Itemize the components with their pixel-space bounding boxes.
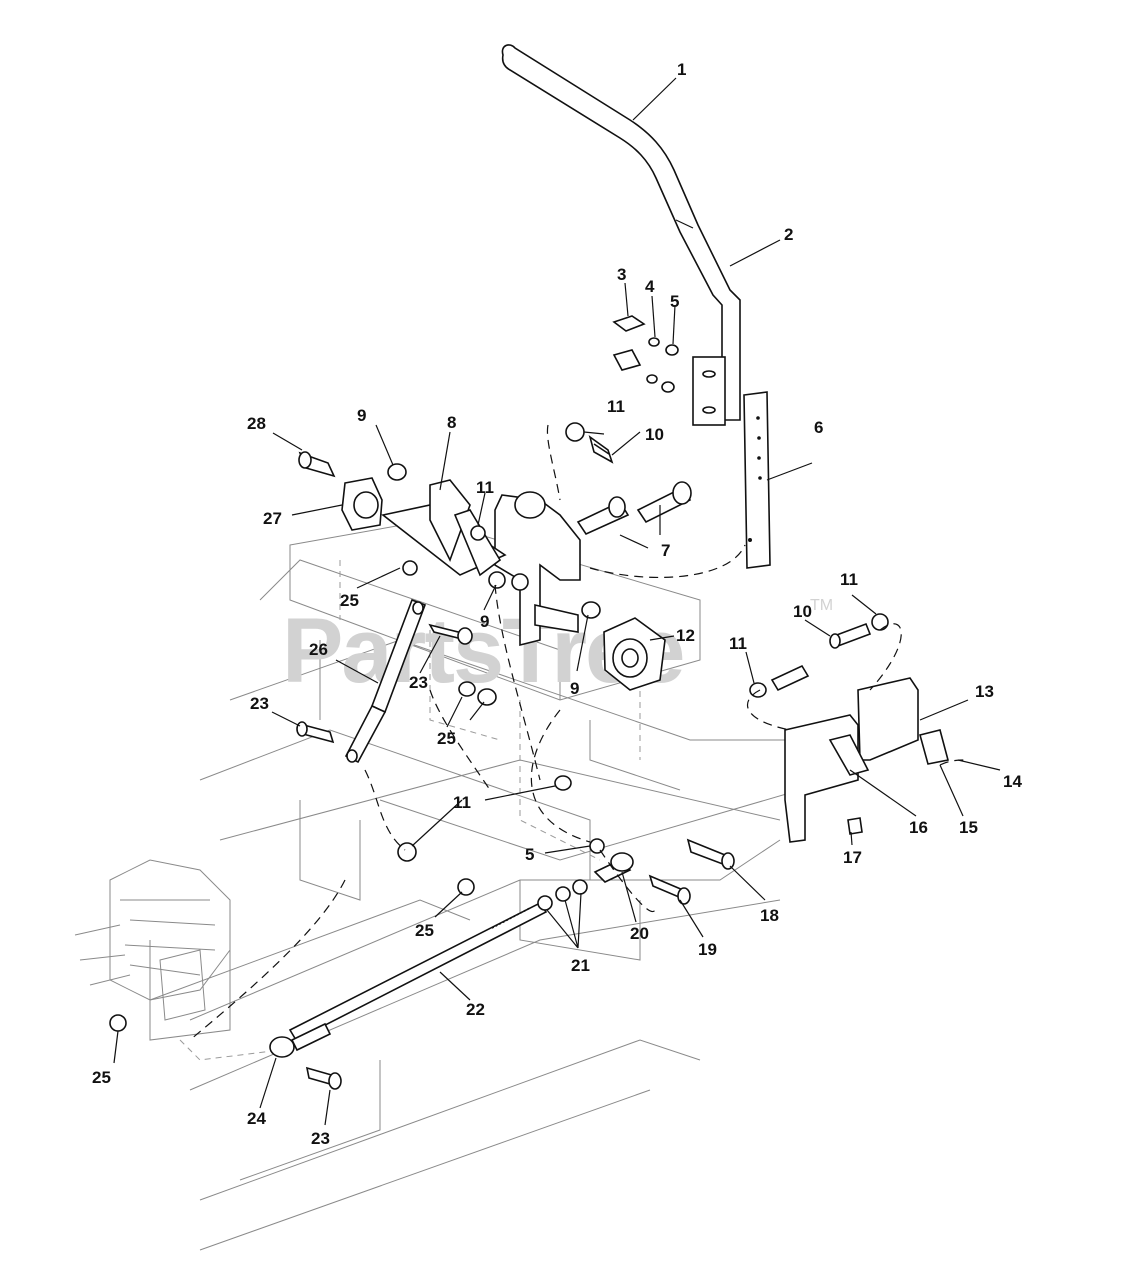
- bearing-12: [581, 601, 666, 691]
- callout-18: 18: [760, 906, 779, 925]
- gas-spring-26: [344, 560, 473, 764]
- callout-25: 25: [437, 729, 456, 748]
- callout-24: 24: [247, 1109, 266, 1128]
- callout-26: 26: [309, 640, 328, 659]
- callout-27: 27: [263, 509, 282, 528]
- callout-9: 9: [480, 612, 489, 631]
- callout-23: 23: [409, 673, 428, 692]
- bolts-3-4-5: [612, 315, 679, 393]
- callout-10: 10: [793, 602, 812, 621]
- hardware-lower: [109, 681, 605, 1032]
- callout-19: 19: [698, 940, 717, 959]
- rod-assembly: [269, 838, 735, 1090]
- flange-bearing-27: [298, 451, 407, 531]
- callout-10: 10: [645, 425, 664, 444]
- bolt-10-nut-11-upper: [565, 422, 614, 464]
- callout-1: 1: [677, 60, 686, 79]
- watermark-trademark: TM: [810, 597, 833, 614]
- callout-15: 15: [959, 818, 978, 837]
- callout-7: 7: [661, 541, 670, 560]
- callout-25: 25: [415, 921, 434, 940]
- callout-11: 11: [607, 397, 625, 416]
- leader-lines: [113, 77, 1001, 1126]
- callout-16: 16: [909, 818, 928, 837]
- callout-25: 25: [340, 591, 359, 610]
- callout-11: 11: [840, 570, 858, 589]
- bolts-7: [576, 481, 692, 536]
- callout-5: 5: [670, 292, 679, 311]
- callout-11: 11: [476, 478, 494, 497]
- callout-9: 9: [357, 406, 366, 425]
- callout-20: 20: [630, 924, 649, 943]
- callout-11: 11: [729, 634, 747, 653]
- callout-5: 5: [525, 845, 534, 864]
- handle-bar: [743, 391, 771, 569]
- lever-mount-plate: [692, 356, 726, 426]
- callout-9: 9: [570, 679, 579, 698]
- assembly-paths: [189, 424, 966, 1041]
- callout-8: 8: [447, 413, 456, 432]
- callout-13: 13: [975, 682, 994, 701]
- callout-17: 17: [843, 848, 862, 867]
- callout-28: 28: [247, 414, 266, 433]
- callout-25: 25: [92, 1068, 111, 1087]
- bracket-13: [749, 613, 949, 843]
- callouts: 1 2 3 4 5 5 6 7 8 9 9 9 10 10 11 11 11 1…: [92, 60, 1022, 1148]
- callout-11: 11: [453, 793, 471, 812]
- callout-23: 23: [250, 694, 269, 713]
- callout-22: 22: [466, 1000, 485, 1019]
- transmission-assembly: [74, 859, 281, 1061]
- control-lever: [501, 44, 741, 426]
- callout-21: 21: [571, 956, 590, 975]
- callout-23: 23: [311, 1129, 330, 1148]
- callout-6: 6: [814, 418, 823, 437]
- callout-2: 2: [784, 225, 793, 244]
- pivot-bracket: [381, 479, 581, 647]
- callout-14: 14: [1003, 772, 1022, 791]
- callout-12: 12: [676, 626, 695, 645]
- callout-3: 3: [617, 265, 626, 284]
- callout-4: 4: [645, 277, 655, 296]
